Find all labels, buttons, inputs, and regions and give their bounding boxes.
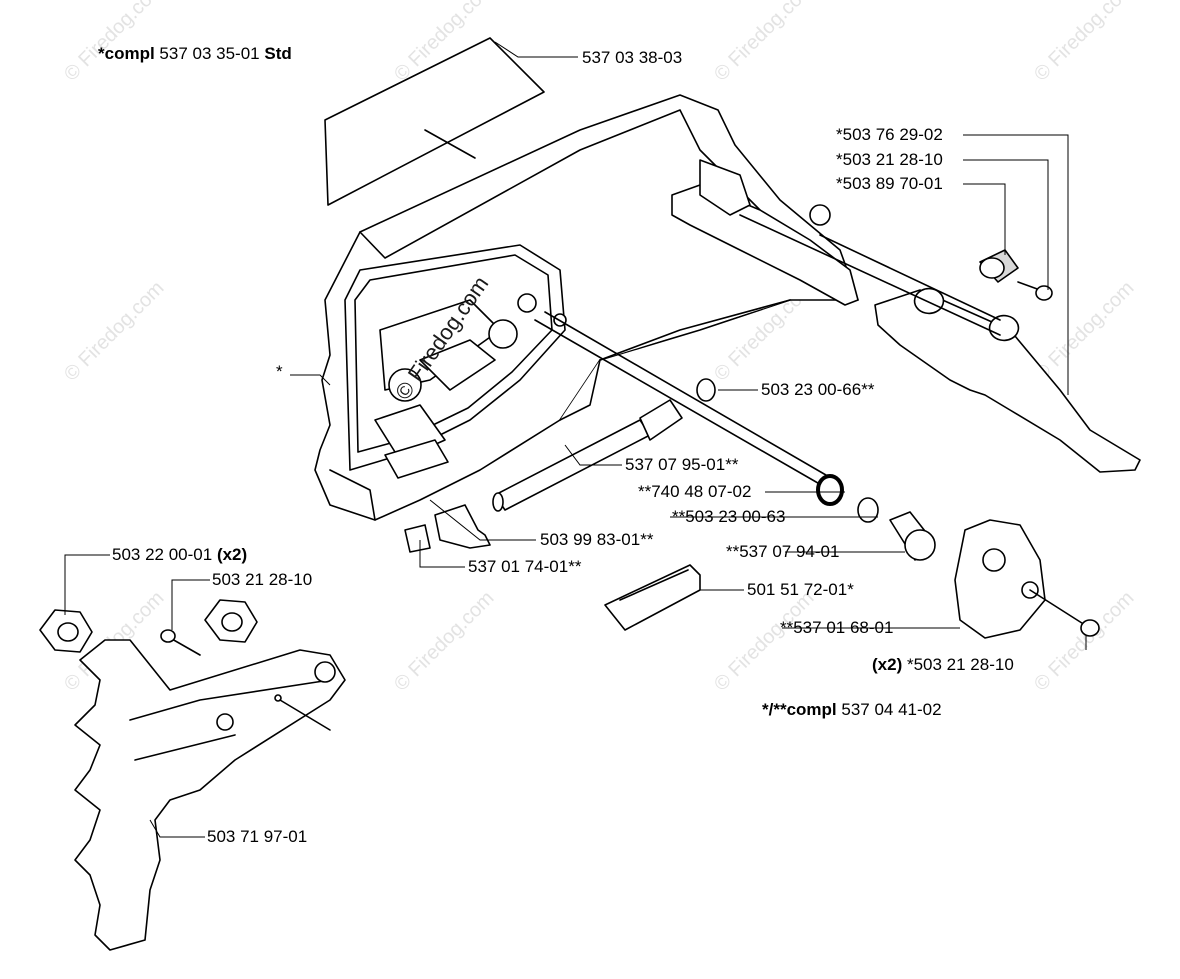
tensioner-nut (404, 504, 491, 553)
o-ring-part (816, 474, 879, 523)
chain-guide-plate (671, 159, 1141, 473)
nut-part (979, 249, 1019, 283)
pad-part (604, 564, 701, 631)
leader-lines (64, 41, 1087, 838)
o-ring-part (696, 378, 716, 402)
screw-part (1029, 589, 1100, 637)
tensioner-rod (534, 311, 839, 491)
screw-part (160, 629, 201, 656)
gear-part (889, 511, 936, 561)
bracket-part (74, 639, 346, 951)
adjusting-screw (492, 399, 683, 512)
nut-part (39, 599, 258, 653)
sprocket-cover (954, 519, 1046, 639)
decal-part (324, 37, 545, 206)
screw-part (1017, 281, 1053, 301)
